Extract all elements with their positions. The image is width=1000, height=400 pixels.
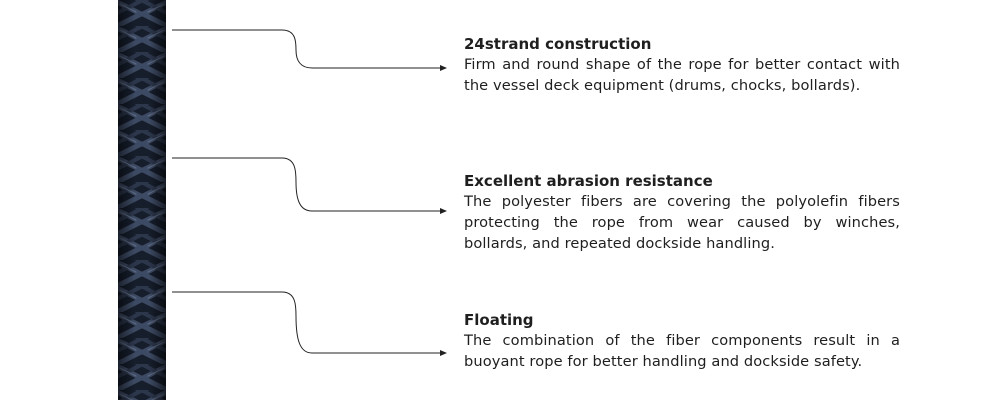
rope-shading (118, 0, 166, 400)
feature-block: Excellent abrasion resistance The polyes… (464, 171, 900, 254)
connector-3 (172, 291, 447, 356)
feature-block: 24strand construction Firm and round sha… (464, 34, 900, 96)
feature-block: Floating The combination of the fiber co… (464, 310, 900, 372)
rope-image (118, 0, 166, 400)
feature-description: Firm and round shape of the rope for bet… (464, 56, 900, 94)
feature-title: 24strand construction (464, 35, 652, 53)
connector-1 (172, 29, 447, 71)
feature-description: The combination of the fiber components … (464, 332, 900, 370)
feature-title: Floating (464, 311, 534, 329)
feature-title: Excellent abrasion resistance (464, 172, 713, 190)
feature-description: The polyester fibers are covering the po… (464, 193, 900, 252)
connector-2 (172, 157, 447, 214)
